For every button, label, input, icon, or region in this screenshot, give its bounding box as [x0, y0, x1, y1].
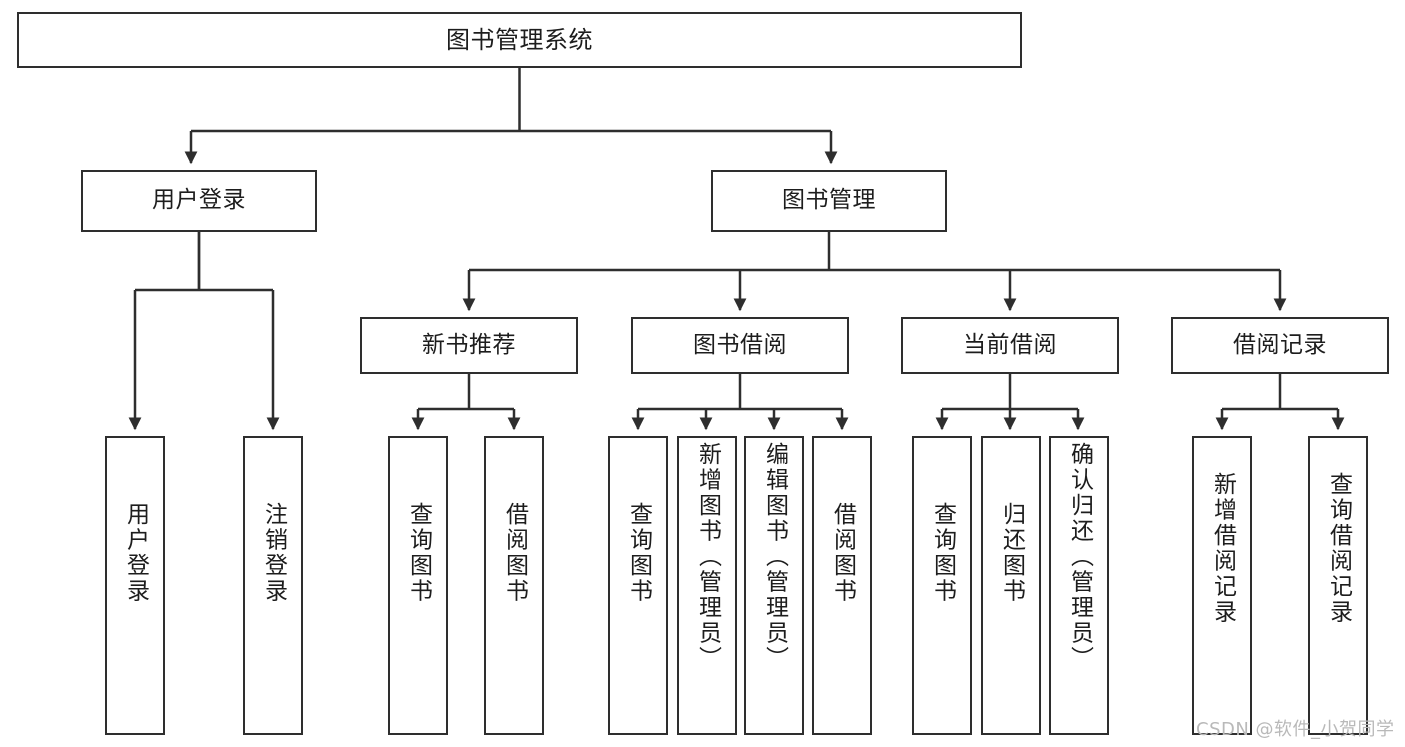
- node-label: 图书管理: [782, 187, 876, 214]
- node-root-system[interactable]: 图书管理系统: [17, 12, 1022, 68]
- leaf-user-login[interactable]: 用户登录: [105, 436, 165, 735]
- node-label: 新增借阅记录: [1209, 472, 1236, 625]
- leaf-add-book-admin[interactable]: 新增图书（管理员）: [677, 436, 737, 735]
- leaf-query-book-borrow[interactable]: 查询图书: [608, 436, 668, 735]
- node-label: 用户登录: [152, 187, 246, 214]
- node-label: 新书推荐: [422, 331, 516, 358]
- leaf-add-borrow-record[interactable]: 新增借阅记录: [1192, 436, 1252, 735]
- node-label: 借阅图书: [829, 502, 856, 604]
- leaf-query-book-recommend[interactable]: 查询图书: [388, 436, 448, 735]
- leaf-return-book[interactable]: 归还图书: [981, 436, 1041, 735]
- node-label: 新增图书（管理员）: [694, 442, 721, 672]
- leaf-confirm-return-admin[interactable]: 确认归还（管理员）: [1049, 436, 1109, 735]
- node-current-borrow[interactable]: 当前借阅: [901, 317, 1119, 374]
- node-label: 归还图书: [998, 502, 1025, 604]
- node-label: 查询借阅记录: [1325, 472, 1352, 625]
- node-label: 图书管理系统: [446, 25, 593, 54]
- node-borrow-record[interactable]: 借阅记录: [1171, 317, 1389, 374]
- leaf-query-book-current[interactable]: 查询图书: [912, 436, 972, 735]
- node-label: 用户登录: [122, 502, 149, 604]
- leaf-edit-book-admin[interactable]: 编辑图书（管理员）: [744, 436, 804, 735]
- csdn-watermark: CSDN @软件_小贺同学: [1196, 719, 1395, 740]
- leaf-borrow-book[interactable]: 借阅图书: [812, 436, 872, 735]
- node-label: 借阅图书: [501, 502, 528, 604]
- node-label: 查询图书: [625, 502, 652, 604]
- node-book-management[interactable]: 图书管理: [711, 170, 947, 232]
- node-label: 当前借阅: [963, 331, 1057, 358]
- node-label: 编辑图书（管理员）: [761, 442, 788, 672]
- node-label: 注销登录: [260, 502, 287, 604]
- node-new-book-recommend[interactable]: 新书推荐: [360, 317, 578, 374]
- node-label: 借阅记录: [1233, 331, 1327, 358]
- node-user-login[interactable]: 用户登录: [81, 170, 317, 232]
- node-label: 查询图书: [405, 502, 432, 604]
- leaf-logout-login[interactable]: 注销登录: [243, 436, 303, 735]
- node-label: 确认归还（管理员）: [1066, 442, 1093, 672]
- leaf-query-borrow-record[interactable]: 查询借阅记录: [1308, 436, 1368, 735]
- node-book-borrow[interactable]: 图书借阅: [631, 317, 849, 374]
- leaf-borrow-book-recommend[interactable]: 借阅图书: [484, 436, 544, 735]
- node-label: 图书借阅: [693, 331, 787, 358]
- node-label: 查询图书: [929, 502, 956, 604]
